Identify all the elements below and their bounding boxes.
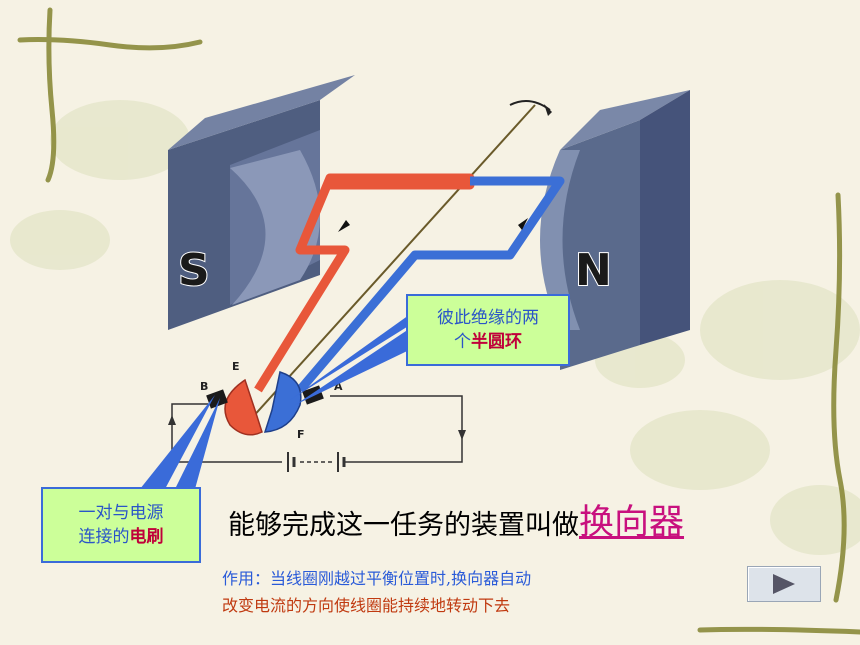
callout-rings-prefix: 个 [454, 332, 471, 352]
callout-rings-line1: 彼此绝缘的两 [437, 308, 539, 328]
main-sentence-text: 能够完成这一任务的装置叫做 [228, 510, 579, 541]
callout-brushes: 一对与电源 连接的电刷 [41, 487, 201, 563]
callout-rings-highlight: 半圆环 [471, 332, 522, 352]
main-sentence: 能够完成这一任务的装置叫做换向器 [228, 494, 684, 545]
terminal-a-label: A [334, 380, 343, 393]
north-label: N [575, 245, 612, 296]
callout-rings-line2: 个半圆环 [408, 330, 568, 354]
play-triangle-icon [773, 574, 795, 594]
south-label: S [178, 245, 210, 296]
south-magnet: S [168, 75, 355, 330]
function-note: 作用：当线圈刚越过平衡位置时,换向器自动 改变电流的方向使线圈能持续地转动下去 [222, 565, 692, 619]
key-term-commutator[interactable]: 换向器 [579, 503, 685, 543]
note-line2: 改变电流的方向使线圈能持续地转动下去 [222, 596, 511, 615]
callout-brush-highlight: 电刷 [129, 527, 164, 547]
terminal-e-label: E [232, 360, 240, 373]
callout-commutator-rings: 彼此绝缘的两 个半圆环 [406, 294, 570, 366]
callout-brush-line2: 连接的电刷 [43, 525, 199, 549]
callout-brush-line1: 一对与电源 [78, 503, 164, 523]
terminal-b-label: B [200, 380, 208, 393]
next-slide-button[interactable] [747, 566, 821, 602]
callout-brush-prefix: 连接的 [78, 527, 130, 547]
terminal-f-label: F [297, 428, 305, 441]
note-line1: 作用：当线圈刚越过平衡位置时,换向器自动 [222, 569, 532, 588]
